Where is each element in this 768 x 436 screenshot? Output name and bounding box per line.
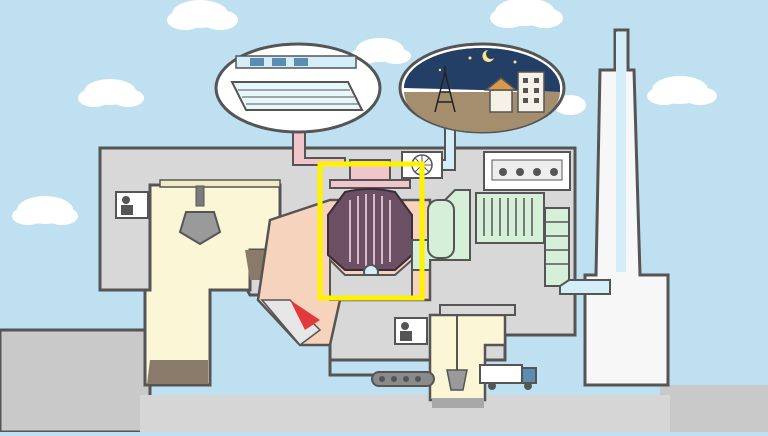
cloud-icon	[350, 38, 411, 64]
ash-bunker	[428, 304, 516, 408]
ground-strip	[140, 395, 670, 432]
cloud-icon	[167, 0, 238, 30]
catalyst-tower	[544, 207, 570, 287]
conveyor-icon	[328, 345, 435, 387]
waste-bunker	[143, 179, 282, 387]
flue-to-stack	[559, 279, 611, 295]
operator-icon	[394, 317, 428, 345]
cloud-icon	[647, 76, 717, 105]
smokestack	[583, 28, 670, 387]
operator-icon	[115, 191, 149, 219]
house-icon	[483, 77, 519, 113]
crane-grab-icon	[178, 185, 222, 246]
heated-pool-bubble	[214, 42, 382, 134]
swimming-pool-icon	[230, 55, 364, 111]
ground-right	[660, 385, 768, 432]
boiler-highlight-frame	[317, 161, 425, 301]
boiler-header	[329, 179, 411, 189]
cloud-icon	[12, 196, 78, 225]
ground-left	[0, 328, 152, 434]
boiler	[327, 188, 413, 301]
truck-icon	[479, 364, 537, 390]
power-supply-town-bubble	[398, 42, 566, 134]
bag-filter	[475, 192, 545, 244]
control-room	[483, 151, 571, 191]
cloud-icon	[78, 79, 144, 107]
gas-cooler	[427, 199, 455, 259]
star-icon	[438, 56, 517, 72]
moon-icon	[482, 50, 494, 62]
cloud-icon	[490, 0, 563, 28]
power-tower-icon	[434, 66, 456, 113]
apartment-icon	[517, 71, 545, 113]
